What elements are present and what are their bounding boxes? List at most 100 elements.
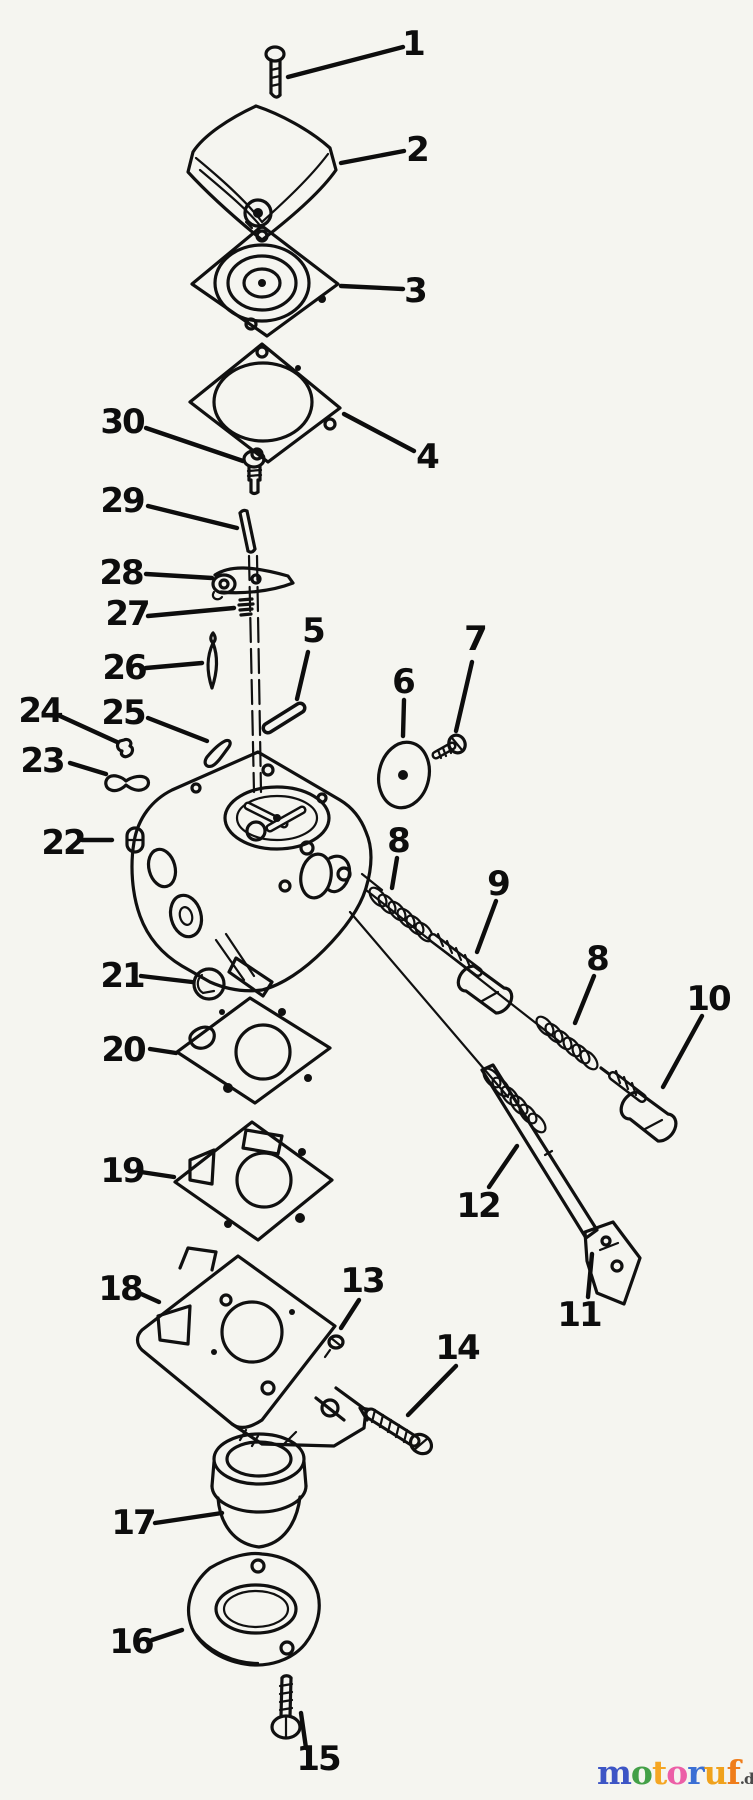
callout-label-29: 29 bbox=[100, 481, 144, 521]
callout-label-25: 25 bbox=[101, 693, 145, 733]
logo-letter: f bbox=[726, 1753, 741, 1792]
part-spring-8-upper bbox=[368, 886, 434, 943]
logo-letter: m bbox=[597, 1753, 632, 1792]
logo-letter: u bbox=[703, 1753, 728, 1792]
part-screw-7 bbox=[431, 733, 467, 760]
callout-label-26: 26 bbox=[102, 648, 146, 688]
callout-29-leader bbox=[145, 503, 240, 531]
part-screw-14 bbox=[358, 1406, 434, 1456]
callout-17-leader bbox=[152, 1510, 225, 1526]
callout-label-16: 16 bbox=[109, 1622, 153, 1662]
part-cover-2 bbox=[186, 104, 338, 242]
callout-label-3: 3 bbox=[404, 271, 426, 311]
callout-8-leader bbox=[389, 855, 400, 891]
callout-5-leader bbox=[294, 649, 311, 702]
callout-16-leader bbox=[149, 1627, 185, 1643]
callout-6-leader bbox=[400, 697, 407, 739]
callout-label-8: 8 bbox=[586, 939, 608, 979]
callout-label-18: 18 bbox=[98, 1269, 142, 1309]
callout-7-leader bbox=[453, 659, 475, 734]
callout-label-21: 21 bbox=[100, 956, 144, 996]
callout-13-leader bbox=[338, 1297, 362, 1331]
callout-21-leader bbox=[138, 973, 195, 985]
part-screw-13 bbox=[323, 1334, 345, 1359]
carburetor-body bbox=[130, 750, 373, 998]
part-gasket-20 bbox=[175, 996, 332, 1105]
callout-2-leader bbox=[338, 148, 407, 166]
part-pin-5 bbox=[261, 701, 307, 735]
callout-8-leader bbox=[572, 973, 597, 1026]
part-spring-8-lower bbox=[535, 1015, 599, 1071]
callout-label-7: 7 bbox=[464, 619, 486, 659]
callout-label-11: 11 bbox=[557, 1295, 601, 1335]
callout-19-leader bbox=[138, 1169, 177, 1180]
callout-25-leader bbox=[145, 715, 210, 744]
part-metering-lever-28 bbox=[211, 566, 295, 601]
callout-23-leader bbox=[67, 760, 109, 777]
part-choke-plate-6 bbox=[377, 740, 431, 810]
callout-1-leader bbox=[285, 44, 406, 80]
callout-label-30: 30 bbox=[100, 402, 145, 442]
callout-20-leader bbox=[147, 1046, 179, 1056]
callout-label-2: 2 bbox=[406, 130, 428, 170]
logo-letter: o bbox=[630, 1753, 653, 1792]
callout-label-15: 15 bbox=[296, 1739, 340, 1779]
part-retainer-24 bbox=[115, 737, 135, 759]
callout-12-leader bbox=[486, 1143, 520, 1190]
part-clip-23 bbox=[104, 774, 151, 793]
part-idle-screw-9 bbox=[428, 932, 514, 1015]
logo-letter: r bbox=[687, 1753, 704, 1792]
callout-10-leader bbox=[660, 1013, 705, 1090]
callout-label-19: 19 bbox=[100, 1151, 144, 1191]
callout-label-12: 12 bbox=[456, 1186, 499, 1226]
callout-24-leader bbox=[57, 713, 120, 745]
logo-letter: t bbox=[651, 1753, 667, 1792]
callout-label-20: 20 bbox=[101, 1030, 146, 1070]
callout-label-10: 10 bbox=[686, 979, 731, 1019]
part-fulcrum-pin-29 bbox=[238, 508, 257, 554]
callout-26-leader bbox=[143, 660, 205, 671]
part-throttle-rod-11 bbox=[480, 1063, 642, 1306]
part-screw-15 bbox=[270, 1674, 302, 1740]
callout-4-leader bbox=[341, 411, 417, 454]
part-diaphragm-3 bbox=[190, 224, 340, 338]
part-screw-1 bbox=[264, 45, 286, 99]
callout-11-leader bbox=[585, 1251, 595, 1300]
part-clip-25 bbox=[203, 738, 232, 769]
part-pump-body-18 bbox=[135, 1246, 368, 1448]
callout-3-leader bbox=[338, 283, 406, 292]
callout-label-4: 4 bbox=[416, 437, 439, 477]
callout-label-6: 6 bbox=[392, 662, 414, 702]
callout-27-leader bbox=[145, 605, 237, 619]
callout-30-leader bbox=[143, 425, 246, 464]
callout-9-leader bbox=[474, 898, 499, 955]
callout-label-1: 1 bbox=[402, 24, 424, 64]
callout-label-8: 8 bbox=[387, 821, 409, 861]
part-cup-17 bbox=[210, 1432, 308, 1549]
part-inlet-screen-21 bbox=[192, 967, 226, 1001]
callout-label-23: 23 bbox=[20, 741, 63, 781]
callout-label-5: 5 bbox=[302, 611, 324, 651]
callout-label-14: 14 bbox=[435, 1328, 480, 1368]
callout-15-leader bbox=[298, 1710, 309, 1751]
part-flange-16 bbox=[187, 1551, 321, 1667]
callout-label-9: 9 bbox=[487, 864, 509, 904]
part-gasket-4 bbox=[188, 342, 342, 464]
callout-28-leader bbox=[143, 571, 215, 581]
part-pump-diaphragm-19 bbox=[173, 1120, 334, 1242]
part-inlet-needle-26 bbox=[206, 631, 219, 690]
callout-label-28: 28 bbox=[99, 553, 143, 593]
callout-14-leader bbox=[405, 1363, 459, 1418]
part-metering-spring-27 bbox=[237, 597, 255, 617]
logo-suffix: .de bbox=[739, 1770, 753, 1788]
callout-label-22: 22 bbox=[41, 823, 84, 863]
callout-label-13: 13 bbox=[340, 1261, 383, 1301]
motoruf-logo[interactable]: motoruf.de bbox=[597, 1753, 753, 1792]
logo-letter: o bbox=[666, 1753, 688, 1792]
part-needle-valve-30 bbox=[242, 449, 266, 496]
part-needle-screw-10 bbox=[599, 1066, 678, 1143]
callout-18-leader bbox=[136, 1290, 162, 1305]
